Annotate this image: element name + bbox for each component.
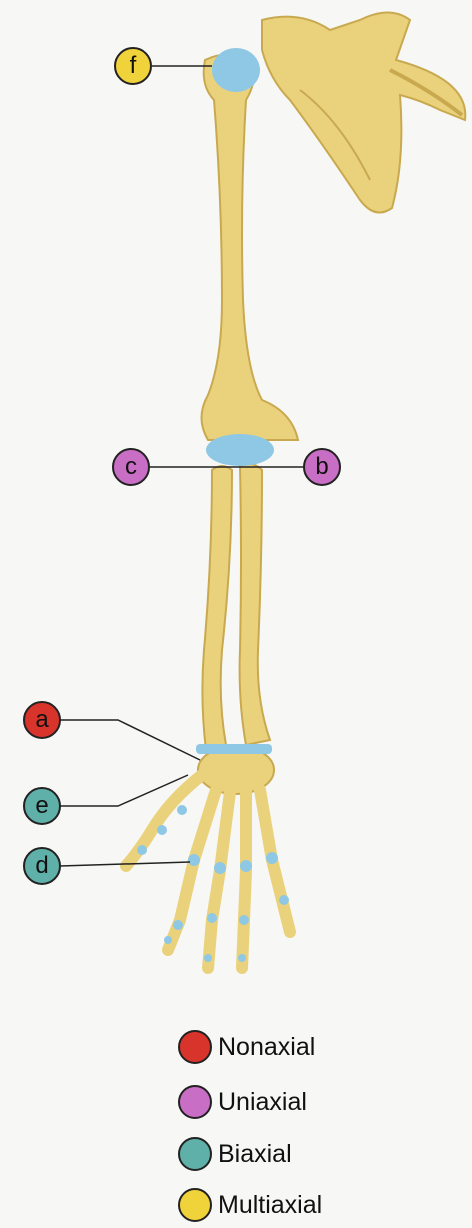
legend-multiaxial-swatch [178, 1188, 212, 1222]
legend-nonaxial-swatch [178, 1030, 212, 1064]
legend-uniaxial-swatch [178, 1085, 212, 1119]
legend-biaxial: Biaxial [178, 1137, 292, 1171]
legend-multiaxial: Multiaxial [178, 1188, 322, 1222]
legend-nonaxial: Nonaxial [178, 1030, 315, 1064]
callout-e-letter: e [35, 792, 48, 820]
callout-e: e [23, 787, 61, 825]
callout-c: c [112, 448, 150, 486]
legend-biaxial-swatch [178, 1137, 212, 1171]
callout-b: b [303, 448, 341, 486]
legend-multiaxial-label: Multiaxial [218, 1191, 322, 1220]
callout-d-letter: d [35, 852, 48, 880]
callout-a-letter: a [35, 706, 48, 734]
legend-nonaxial-label: Nonaxial [218, 1033, 315, 1062]
callout-f: f [114, 47, 152, 85]
hand-bones [126, 746, 290, 968]
legend-uniaxial-label: Uniaxial [218, 1088, 307, 1117]
callout-c-letter: c [125, 453, 137, 481]
callout-b-letter: b [315, 453, 328, 481]
scapula [262, 13, 465, 213]
forearm-bones [202, 464, 270, 750]
callout-f-letter: f [130, 52, 137, 80]
humerus [202, 54, 299, 440]
callout-d: d [23, 847, 61, 885]
leader-lines [60, 66, 310, 866]
legend-biaxial-label: Biaxial [218, 1140, 292, 1169]
callout-a: a [23, 701, 61, 739]
legend-uniaxial: Uniaxial [178, 1085, 307, 1119]
